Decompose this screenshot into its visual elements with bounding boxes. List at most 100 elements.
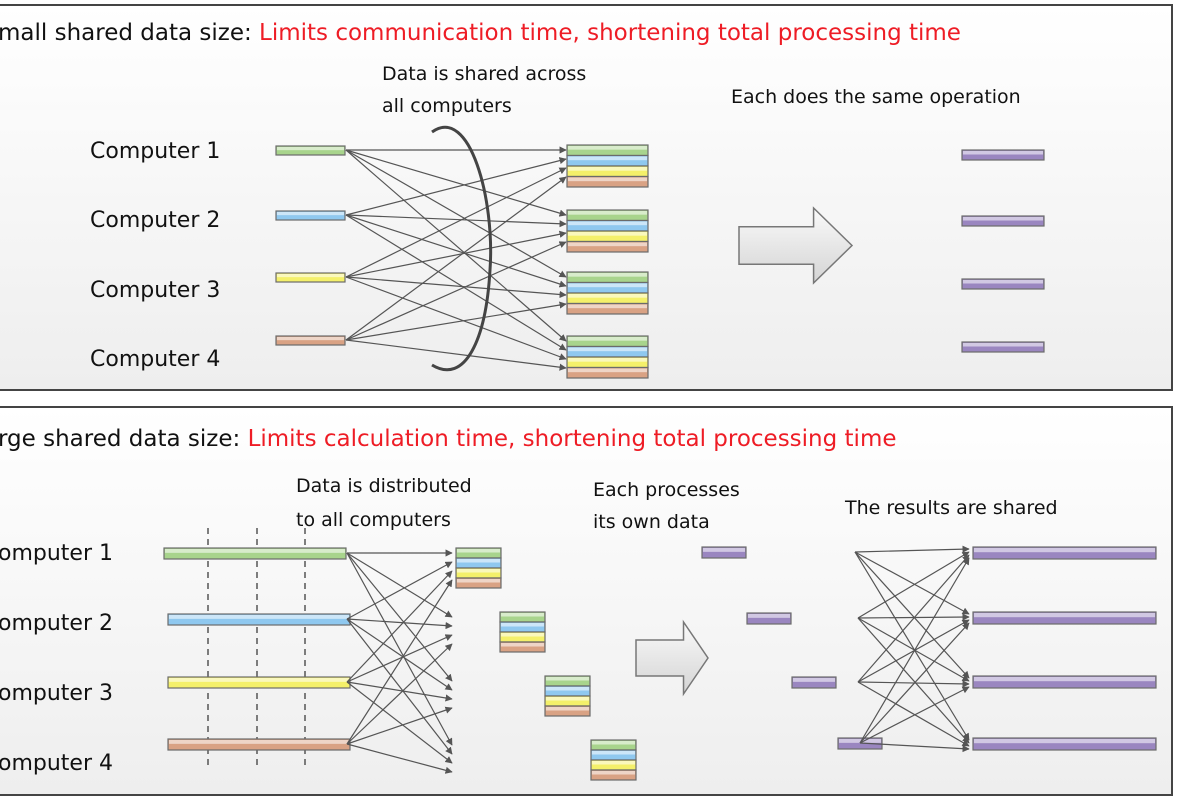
connector-arrow xyxy=(857,681,970,747)
distributed-data-stack-4-segment-4-highlight xyxy=(592,771,635,775)
shared-data-stack-1-segment-4-highlight xyxy=(568,177,647,182)
shared-data-stack-4-segment-2-highlight xyxy=(568,347,647,352)
connector-arrow xyxy=(345,339,567,371)
connector-arrow xyxy=(857,617,970,682)
shared-data-stack-2-segment-4-highlight xyxy=(568,242,647,247)
shared-data-stack-3-segment-4-highlight xyxy=(568,304,647,309)
distributed-data-stack-4-segment-4 xyxy=(590,769,637,781)
connector-arrow xyxy=(345,214,567,288)
distributed-data-stack-4-segment-1-highlight xyxy=(592,741,635,745)
connector-arrow xyxy=(345,149,567,278)
shared-data-stack-2-segment-3-highlight xyxy=(568,232,647,236)
connector-arrow xyxy=(859,622,970,744)
connector-arrow xyxy=(857,554,970,683)
source-data-bar-1 xyxy=(275,145,346,156)
distributed-data-stack-4-segment-3-highlight xyxy=(592,761,635,765)
connector-arrow xyxy=(859,557,970,744)
connector-arrow xyxy=(859,742,970,753)
connector-arrow xyxy=(345,149,567,342)
source-data-bar-1-highlight xyxy=(277,147,344,151)
panel-title-highlight: Limits calculation time, shortening tota… xyxy=(248,426,897,452)
computer-label-1: omputer 1 xyxy=(0,541,113,566)
shared-result-bar-4-highlight xyxy=(974,739,1155,744)
connector-arrow xyxy=(854,551,970,679)
shared-result-bar-3-highlight xyxy=(974,677,1155,682)
shared-data-stack-1-segment-3-highlight xyxy=(568,167,647,171)
result-bar-3-highlight xyxy=(963,280,1043,284)
shared-data-stack-3-segment-1-highlight xyxy=(568,273,647,277)
note-distributed-line2: to all computers xyxy=(296,509,451,531)
distributed-data-stack-1-segment-4 xyxy=(455,577,502,589)
connector-arrow xyxy=(857,613,970,621)
computer-label-3: omputer 3 xyxy=(0,681,113,706)
partial-result-bar-3 xyxy=(791,676,837,689)
panel-frame xyxy=(0,406,1173,796)
distributed-data-stack-2-segment-4-highlight xyxy=(501,643,544,647)
connector-arrow xyxy=(345,214,567,228)
connector-arrow xyxy=(346,618,453,691)
source-data-bar-3-highlight xyxy=(169,678,349,682)
block-arrow-icon xyxy=(635,619,709,697)
panel-frame xyxy=(0,4,1173,391)
connector-arrow xyxy=(346,618,453,630)
partial-result-bar-1-highlight xyxy=(703,548,745,552)
connector-arrow xyxy=(346,681,453,702)
distributed-data-stack-3-segment-4 xyxy=(544,705,591,717)
shared-data-stack-3-segment-4 xyxy=(566,302,649,315)
source-data-bar-1-highlight xyxy=(165,549,345,553)
source-data-bar-2 xyxy=(275,210,346,221)
block-arrow-icon xyxy=(738,206,854,285)
note-shared-line2: all computers xyxy=(382,95,512,117)
distributed-data-stack-3-segment-3-highlight xyxy=(546,697,589,701)
distributed-data-stack-2-segment-1-highlight xyxy=(501,613,544,617)
connector-arrow xyxy=(346,618,453,755)
partial-result-bar-1 xyxy=(701,546,747,559)
distributed-data-stack-4-segment-2-highlight xyxy=(592,751,635,755)
connector-arrow xyxy=(859,686,970,744)
distributed-data-stack-1-segment-4-highlight xyxy=(457,579,500,583)
panel-title: rge shared data size: Limits calculation… xyxy=(0,426,897,452)
connector-arrow xyxy=(345,276,567,299)
connector-arrow xyxy=(346,561,453,620)
partial-result-bar-4-highlight xyxy=(839,739,881,743)
shared-data-stack-2-segment-2-highlight xyxy=(568,221,647,226)
connector-arrow xyxy=(346,579,453,745)
connector-arrow xyxy=(346,552,453,746)
connector-arrow xyxy=(345,241,567,341)
panel-title-highlight: Limits communication time, shortening to… xyxy=(259,20,961,46)
connector-arrow xyxy=(854,551,970,615)
result-bar-3 xyxy=(961,278,1045,290)
connector-arrow xyxy=(345,157,567,216)
shared-data-stack-3-segment-3-highlight xyxy=(568,294,647,298)
computer-label-1: Computer 1 xyxy=(90,139,220,164)
distributed-data-stack-2-segment-3-highlight xyxy=(501,633,544,637)
note-shared-line1: Data is shared across xyxy=(382,63,586,85)
note-distributed-line1: Data is distributed xyxy=(296,475,472,497)
connector-arrow xyxy=(346,743,453,774)
connector-arrow xyxy=(857,617,970,744)
note-results-shared: The results are shared xyxy=(844,497,1058,519)
connector-arrow xyxy=(345,301,567,341)
panel-large-shared-data: rge shared data size: Limits calculation… xyxy=(0,406,1173,796)
result-bar-4 xyxy=(961,341,1045,353)
sharing-loop-icon xyxy=(431,125,493,372)
result-bar-2 xyxy=(961,215,1045,227)
connector-arrow xyxy=(857,680,970,688)
distributed-data-stack-3-segment-2-highlight xyxy=(546,687,589,691)
shared-data-stack-4-segment-1-highlight xyxy=(568,337,647,341)
distributed-data-stack-3-segment-1-highlight xyxy=(546,677,589,681)
partial-result-bar-2-highlight xyxy=(748,614,790,618)
connector-arrow xyxy=(346,643,453,745)
shared-data-stack-3-segment-2-highlight xyxy=(568,283,647,288)
connector-arrow xyxy=(854,551,970,741)
distributed-data-stack-3-segment-4-highlight xyxy=(546,707,589,711)
computer-label-2: Computer 2 xyxy=(90,208,220,233)
computer-label-4: omputer 4 xyxy=(0,751,113,776)
distributed-data-stack-2-segment-2-highlight xyxy=(501,623,544,627)
panel-small-shared-data: mall shared data size: Limits communicat… xyxy=(0,4,1173,391)
distributed-data-stack-2-segment-4 xyxy=(499,641,546,653)
connector-arrow xyxy=(346,570,453,683)
source-data-bar-4 xyxy=(275,335,346,346)
panel-title: mall shared data size: Limits communicat… xyxy=(0,20,961,46)
shared-data-stack-4-segment-4-highlight xyxy=(568,368,647,373)
